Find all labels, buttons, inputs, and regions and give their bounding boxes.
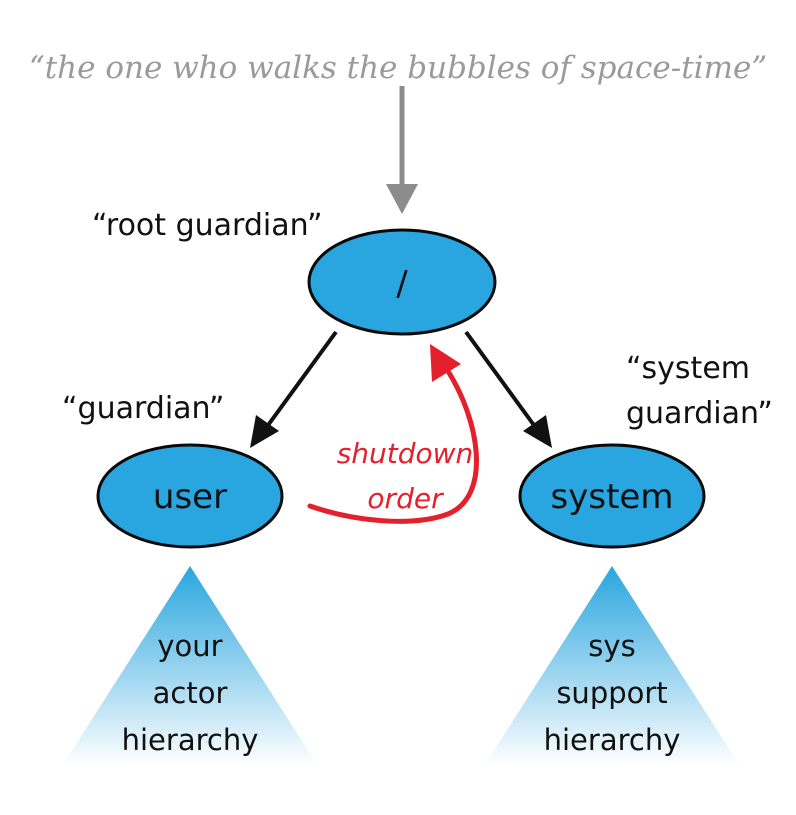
user-hierarchy-triangle: your actor hierarchy — [62, 566, 318, 766]
shutdown-label: shutdown — [337, 437, 474, 470]
root-node-label: / — [396, 264, 408, 304]
system-hierarchy-line1: sys — [588, 629, 635, 663]
system-node-label: system — [551, 477, 674, 517]
root-node: / — [307, 228, 497, 336]
system-guardian-label-line1: “system — [626, 351, 750, 386]
quote-text: “the one who walks the bubbles of space-… — [29, 50, 767, 86]
system-hierarchy-line3: hierarchy — [544, 723, 681, 757]
incoming-arrow — [386, 86, 418, 214]
user-hierarchy-line3: hierarchy — [122, 723, 259, 757]
system-hierarchy-line2: support — [556, 676, 667, 710]
system-hierarchy-triangle: sys support hierarchy — [484, 566, 740, 766]
order-label: order — [367, 482, 444, 515]
root-guardian-label: “root guardian” — [92, 208, 323, 243]
user-hierarchy-line1: your — [157, 629, 222, 663]
arrow-root-to-user — [250, 330, 338, 448]
system-node: system — [518, 443, 706, 549]
shutdown-order-arrow — [307, 344, 479, 524]
system-guardian-label-line2: guardian” — [626, 396, 773, 431]
user-node: user — [96, 443, 284, 549]
guardian-label: “guardian” — [62, 391, 224, 426]
user-node-label: user — [153, 477, 227, 517]
arrow-root-to-system — [464, 330, 552, 448]
user-hierarchy-line2: actor — [153, 676, 228, 710]
